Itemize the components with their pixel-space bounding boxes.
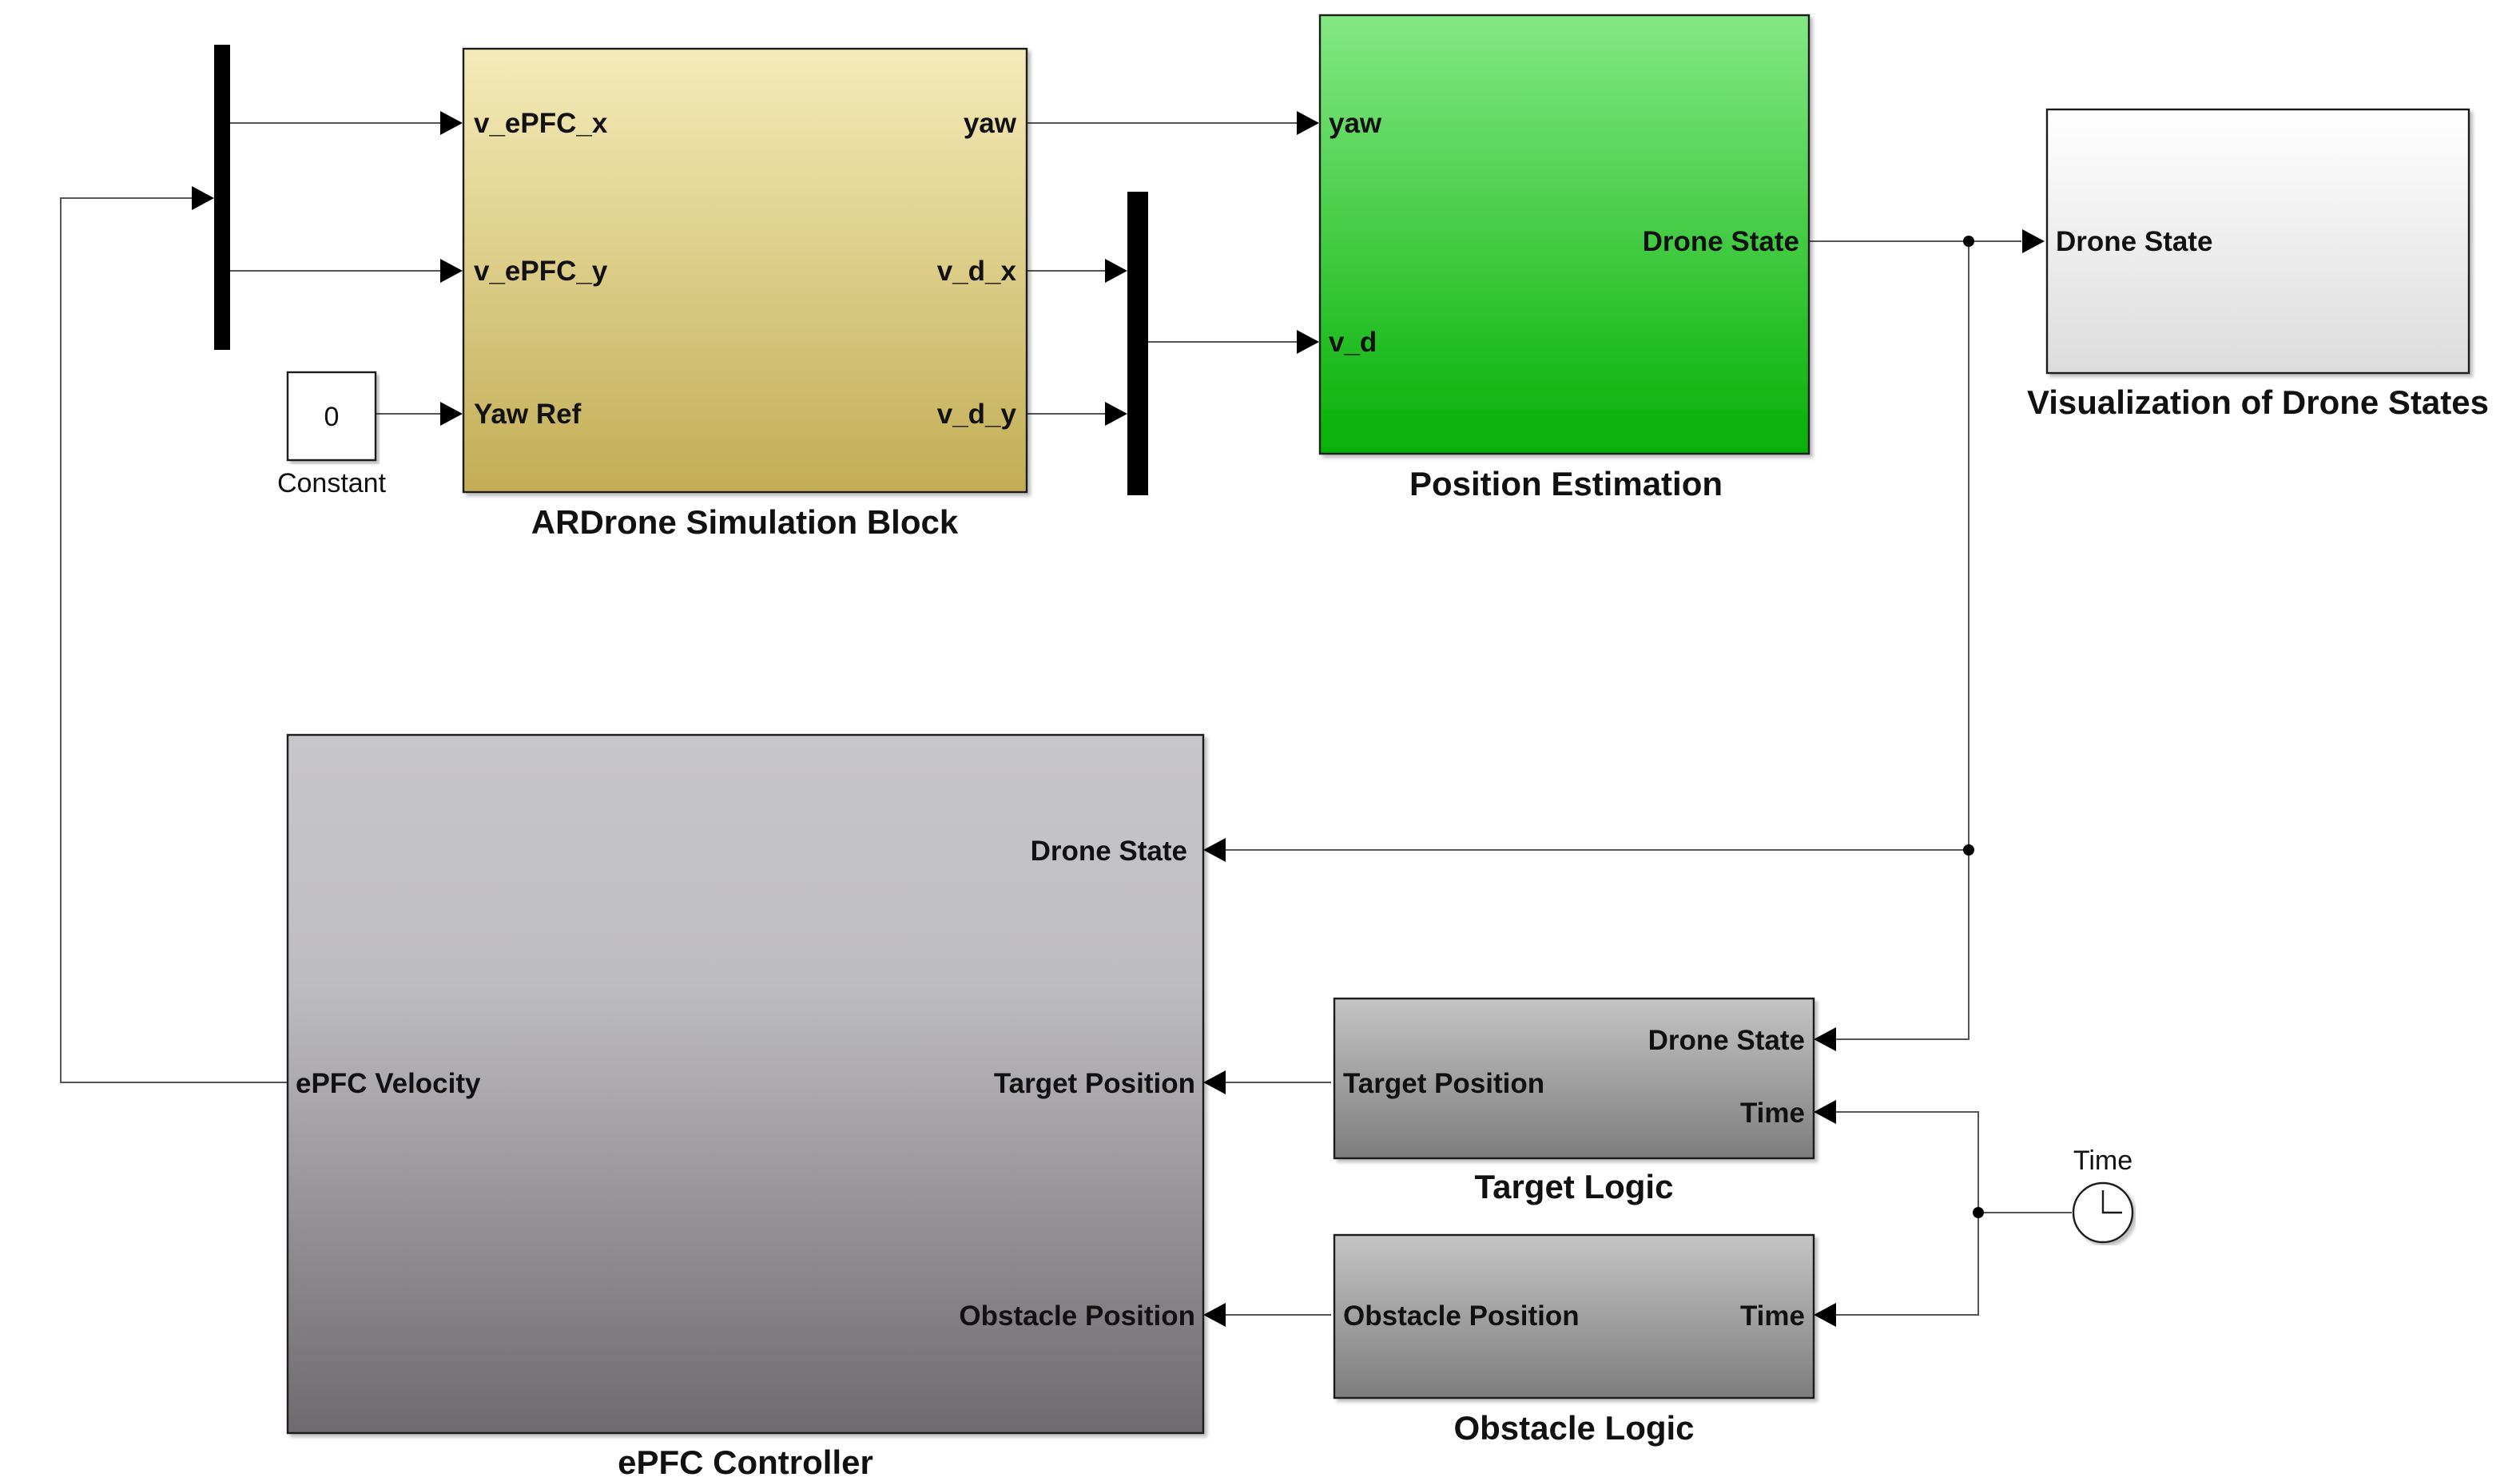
arrow-head xyxy=(1203,1070,1226,1094)
arrow-head xyxy=(1203,1303,1226,1327)
arrow-head xyxy=(1297,111,1319,135)
constant-label: Constant xyxy=(277,468,387,498)
mux-bar-drone-velocity[interactable] xyxy=(1127,192,1148,495)
arrow-head xyxy=(1105,402,1127,426)
position-estimation-block[interactable]: yaw v_d Drone State Position Estimation xyxy=(1318,14,1811,502)
arrow-head xyxy=(1203,838,1226,862)
branch-point xyxy=(1963,236,1974,247)
port-drone-state-ctl: Drone State xyxy=(1031,836,1187,867)
port-v-epfc-y: v_ePFC_y xyxy=(474,256,608,287)
port-time-target: Time xyxy=(1740,1098,1805,1129)
position-estimation-body[interactable] xyxy=(1318,14,1811,455)
port-v-d-y: v_d_y xyxy=(937,399,1017,430)
simulation-block-title: ARDrone Simulation Block xyxy=(531,503,959,541)
port-v-epfc-x: v_ePFC_x xyxy=(474,108,608,139)
visualization-title: Visualization of Drone States xyxy=(2027,383,2489,421)
branch-point xyxy=(1973,1207,1984,1218)
port-yaw-ref: Yaw Ref xyxy=(474,399,582,430)
arrow-head xyxy=(1814,1100,1836,1124)
port-v-d: v_d xyxy=(1329,327,1377,358)
mux-bar-epfc-velocity[interactable] xyxy=(214,45,230,350)
epfc-controller-block[interactable]: Drone State Target Position Obstacle Pos… xyxy=(286,733,1205,1481)
obstacle-logic-block[interactable]: Time Obstacle Position Obstacle Logic xyxy=(1333,1233,1815,1447)
position-estimation-title: Position Estimation xyxy=(1409,465,1723,502)
port-target-position-ctl: Target Position xyxy=(994,1068,1195,1099)
clock-hands xyxy=(2101,1190,2122,1214)
arrow-head xyxy=(440,111,463,135)
target-logic-body[interactable] xyxy=(1333,997,1815,1160)
constant-box[interactable] xyxy=(286,371,377,462)
arrow-head xyxy=(192,186,214,210)
clock-block[interactable]: Time xyxy=(2072,1145,2134,1244)
branch-point xyxy=(1963,844,1974,856)
arrow-head xyxy=(2022,229,2045,253)
ardrone-simulation-block[interactable]: v_ePFC_x v_ePFC_y Yaw Ref yaw v_d_x v_d_… xyxy=(462,47,1028,541)
obstacle-logic-body[interactable] xyxy=(1333,1233,1815,1400)
target-logic-block[interactable]: Drone State Time Target Position Target … xyxy=(1333,997,1815,1205)
port-time-obstacle: Time xyxy=(1740,1300,1805,1332)
simulation-block-body[interactable] xyxy=(462,47,1028,494)
controller-body[interactable] xyxy=(286,733,1205,1435)
arrow-head xyxy=(1814,1303,1836,1327)
arrow-head xyxy=(1814,1027,1836,1051)
arrow-head xyxy=(1297,330,1319,354)
wire-drone-state-trunk[interactable] xyxy=(1831,241,1969,1040)
port-target-position-out: Target Position xyxy=(1343,1068,1544,1099)
arrow-head xyxy=(1105,259,1127,283)
port-drone-state-vis: Drone State xyxy=(2056,226,2212,257)
clock-label: Time xyxy=(2073,1145,2132,1176)
arrow-head xyxy=(440,259,463,283)
port-v-d-x: v_d_x xyxy=(937,256,1017,287)
wires xyxy=(60,111,2072,1327)
port-obstacle-position-ctl: Obstacle Position xyxy=(959,1300,1195,1332)
obstacle-logic-title: Obstacle Logic xyxy=(1453,1409,1694,1447)
wire-time-to-obstacle[interactable] xyxy=(1831,1213,1979,1316)
port-yaw-out: yaw xyxy=(964,108,1017,139)
port-drone-state-out: Drone State xyxy=(1643,226,1799,257)
constant-value: 0 xyxy=(324,402,340,432)
controller-title: ePFC Controller xyxy=(618,1443,873,1481)
arrow-head xyxy=(440,402,463,426)
constant-block[interactable]: 0 Constant xyxy=(277,371,387,498)
wire-time-to-target[interactable] xyxy=(1831,1111,2072,1213)
port-drone-state-target: Drone State xyxy=(1648,1025,1805,1056)
visualization-block[interactable]: Drone State Visualization of Drone State… xyxy=(2027,108,2489,421)
port-yaw-in: yaw xyxy=(1329,108,1382,139)
port-obstacle-position-out: Obstacle Position xyxy=(1343,1300,1580,1332)
wire-epfc-velocity-feedback[interactable] xyxy=(60,197,288,1083)
visualization-body[interactable] xyxy=(2045,108,2470,375)
port-epfc-velocity: ePFC Velocity xyxy=(296,1068,481,1099)
target-logic-title: Target Logic xyxy=(1475,1168,1674,1205)
